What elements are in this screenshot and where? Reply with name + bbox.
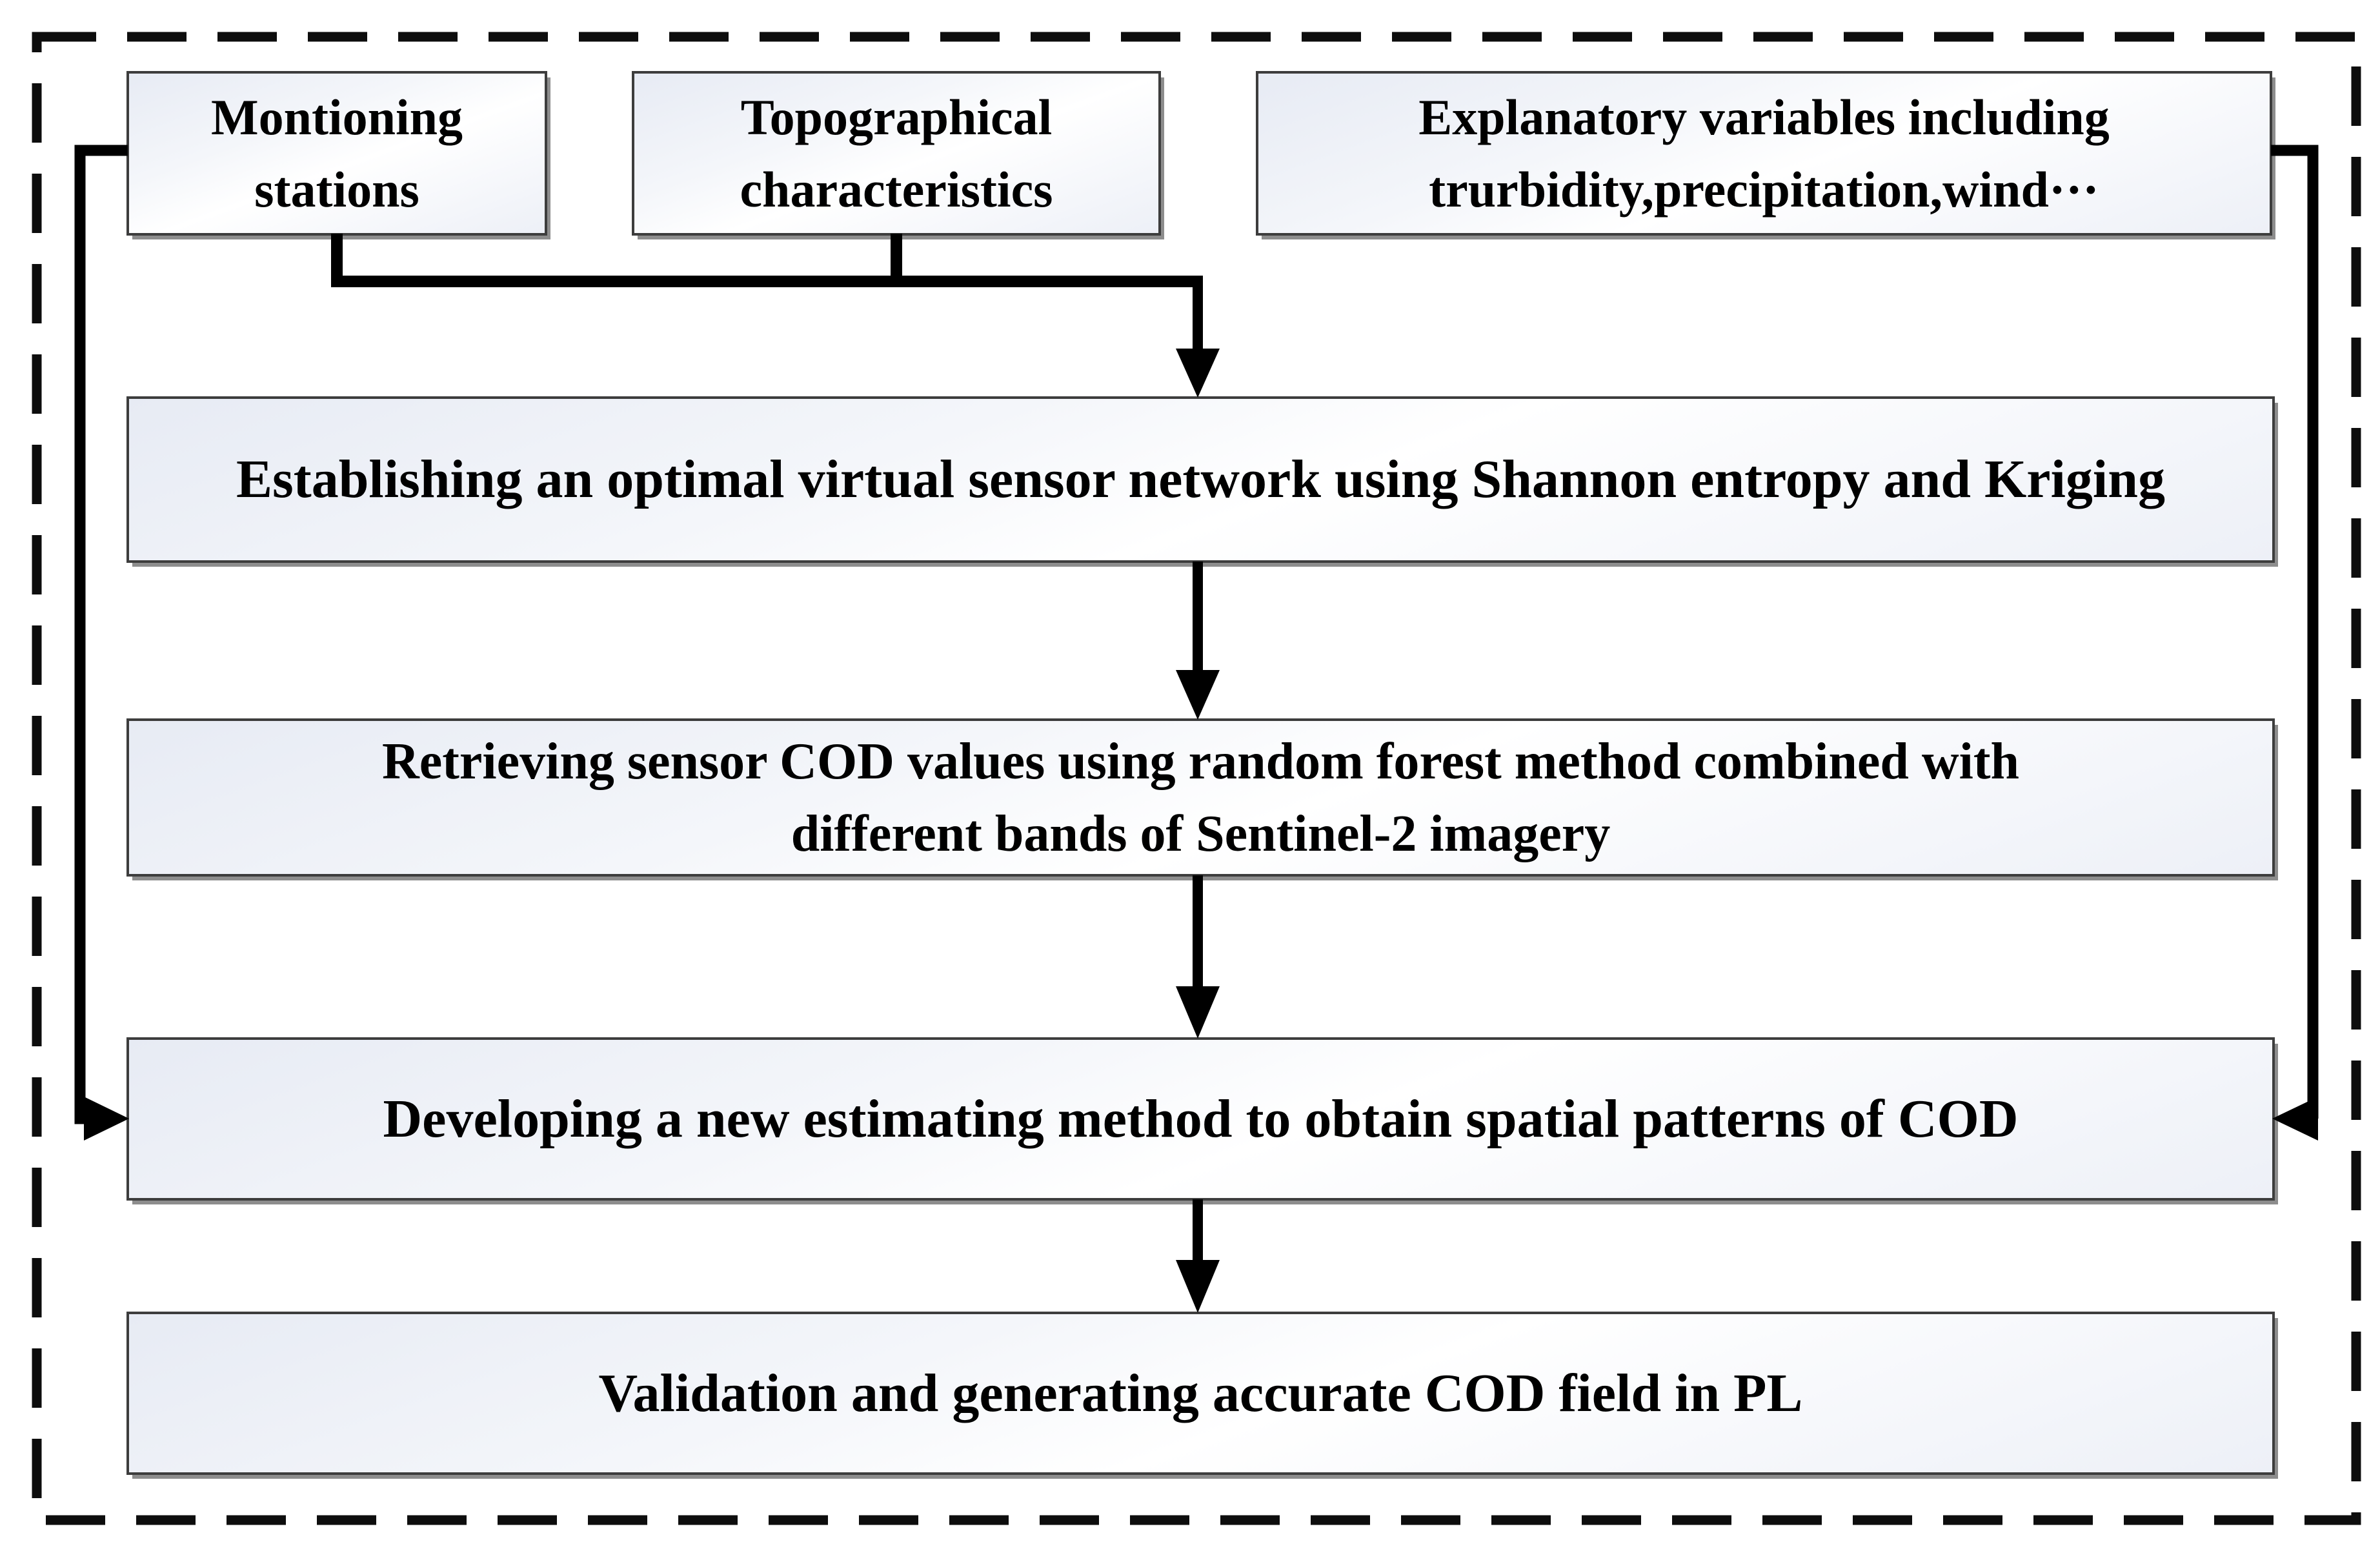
arrow-down-into-establish-icon [1176, 349, 1220, 398]
box-topographical-line1: Topographical [740, 88, 1053, 145]
box-validate-line1: Validation and generating accurate COD f… [598, 1363, 1803, 1423]
box-retrieve-cod-values: Retrieving sensor COD values using rando… [126, 718, 2275, 877]
box-explanatory-variables: Explanatory variables including trurbidi… [1256, 71, 2272, 236]
box-retrieve-line2: different bands of Sentinel-2 imagery [791, 805, 1611, 862]
connector-left-bypass [74, 145, 128, 1124]
arrow-down-into-validation-icon [1176, 1260, 1220, 1313]
arrow-down-into-develop-icon [1176, 986, 1220, 1039]
arrow-left-into-develop-icon [2272, 1097, 2318, 1141]
box-topographical-characteristics: Topographical characteristics [632, 71, 1161, 236]
box-explanatory-line2: trurbidity,precipitation,wind··· [1429, 161, 2099, 218]
box-monitoring-stations: Montioning stations [126, 71, 547, 236]
arrow-right-into-develop-icon [84, 1097, 129, 1141]
arrow-down-into-retrieve-icon [1176, 670, 1220, 720]
box-monitoring-stations-line2: stations [254, 161, 419, 218]
box-develop-estimating-method: Developing a new estimating method to ob… [126, 1037, 2275, 1201]
connector-right-bypass [2271, 145, 2319, 1119]
box-explanatory-line1: Explanatory variables including [1418, 88, 2110, 145]
box-establish-virtual-sensor-network: Establishing an optimal virtual sensor n… [126, 396, 2275, 563]
box-monitoring-stations-line1: Montioning [210, 88, 463, 145]
box-topographical-line2: characteristics [740, 161, 1053, 218]
box-establish-line1: Establishing an optimal virtual sensor n… [236, 449, 2165, 509]
box-validation-cod-field: Validation and generating accurate COD f… [126, 1312, 2275, 1475]
box-develop-line1: Developing a new estimating method to ob… [383, 1088, 2019, 1149]
box-retrieve-line1: Retrieving sensor COD values using rando… [381, 733, 2020, 790]
